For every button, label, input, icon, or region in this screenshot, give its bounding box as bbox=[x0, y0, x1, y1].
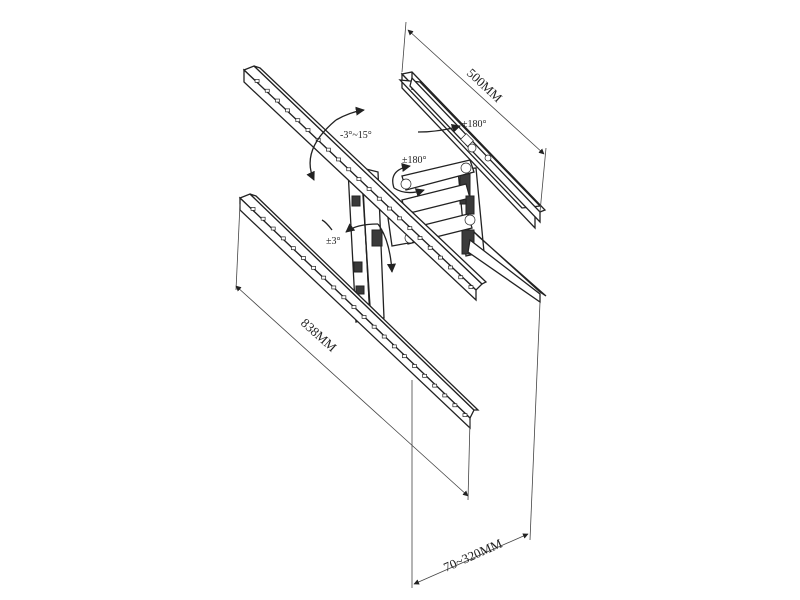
mounting-slot bbox=[305, 128, 311, 132]
mounting-slot bbox=[326, 147, 331, 152]
mounting-slot bbox=[462, 413, 468, 417]
mounting-slot bbox=[407, 226, 413, 231]
mounting-slot bbox=[291, 246, 296, 251]
mounting-slot bbox=[452, 403, 458, 408]
mounting-slot bbox=[458, 275, 464, 280]
swivel-plate-arrow-icon bbox=[417, 123, 461, 133]
mounting-slot bbox=[341, 295, 347, 300]
mounting-slot bbox=[376, 196, 382, 201]
label-70-320mm: 70~320MM bbox=[441, 535, 505, 574]
mounting-slot bbox=[422, 373, 427, 378]
mounting-slot bbox=[260, 216, 266, 221]
mounting-slot bbox=[361, 315, 367, 319]
mounting-slot bbox=[264, 88, 270, 93]
mounting-slot bbox=[336, 157, 341, 162]
mounting-slot bbox=[311, 265, 316, 270]
mounting-slot bbox=[270, 226, 276, 231]
swivel-arm-arrow-icon bbox=[392, 162, 425, 197]
label-swivel-plate: ±180° bbox=[462, 119, 487, 130]
mounting-slot bbox=[295, 118, 301, 123]
mounting-slot bbox=[381, 334, 387, 339]
dimension-500mm bbox=[401, 21, 547, 213]
mounting-slot bbox=[402, 354, 407, 359]
mounting-slot bbox=[346, 167, 352, 172]
dimension-70-320mm bbox=[411, 301, 541, 588]
mounting-slot bbox=[280, 236, 286, 241]
mounting-slot bbox=[301, 256, 306, 260]
level-arrow-icon bbox=[321, 219, 397, 273]
mounting-slot bbox=[250, 207, 256, 211]
mounting-slot bbox=[417, 236, 423, 240]
label-swivel-arm: ±180° bbox=[402, 155, 427, 166]
mounting-slot bbox=[397, 216, 402, 221]
mounting-slot bbox=[448, 265, 453, 270]
tv-rail-upper bbox=[242, 65, 488, 302]
mounting-slot bbox=[356, 177, 362, 181]
label-tilt: -3°~15° bbox=[340, 130, 372, 141]
mounting-slot bbox=[438, 255, 443, 260]
mounting-slot bbox=[391, 344, 397, 349]
mounting-slot bbox=[351, 305, 357, 309]
mounting-slot bbox=[331, 285, 337, 290]
dimension-838mm bbox=[235, 203, 471, 501]
mounting-slot bbox=[275, 98, 280, 103]
mounting-slot bbox=[321, 275, 327, 280]
mounting-slot bbox=[432, 383, 438, 388]
mounting-slot bbox=[468, 285, 474, 289]
mounting-slot bbox=[371, 324, 377, 329]
mounting-slot bbox=[366, 187, 372, 191]
tilt-arrow-icon bbox=[306, 106, 365, 181]
mounting-slot bbox=[387, 206, 392, 211]
mounting-slot bbox=[427, 245, 433, 250]
mounting-slot bbox=[442, 393, 448, 398]
mounting-slot bbox=[254, 79, 260, 83]
label-838mm: 838MM bbox=[298, 315, 340, 355]
label-level: ±3° bbox=[326, 236, 341, 247]
mounting-slot bbox=[285, 108, 290, 113]
mounting-slot bbox=[412, 364, 417, 368]
